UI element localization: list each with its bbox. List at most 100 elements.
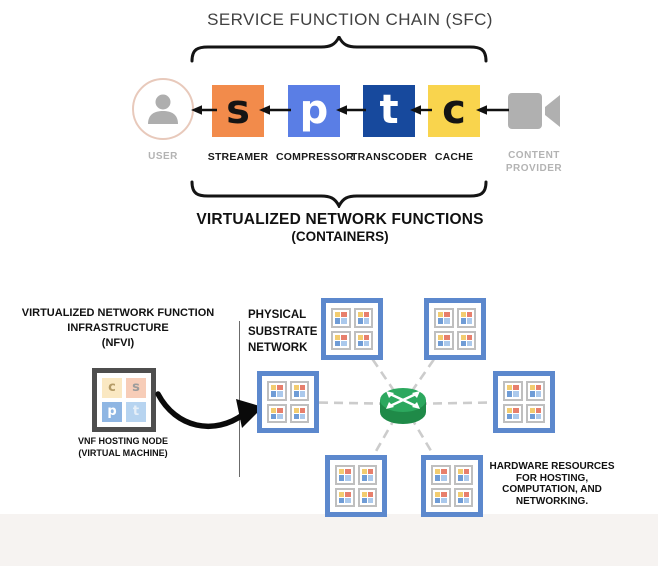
container-host-icon (453, 465, 473, 485)
container-square (363, 334, 369, 340)
container-square (357, 318, 363, 324)
container-square (441, 469, 447, 475)
container-square (463, 491, 469, 497)
nfvi-heading: VIRTUALIZED NETWORK FUNCTION INFRASTRUCT… (21, 307, 215, 349)
bottom-background-strip (0, 514, 658, 566)
container-square (293, 413, 299, 419)
container-host-icon (456, 330, 476, 350)
user-label: USER (148, 151, 178, 162)
container-square (293, 385, 299, 391)
container-square (361, 475, 367, 481)
substrate-node (421, 455, 483, 517)
container-host-icon (353, 308, 373, 328)
container-square (277, 407, 283, 413)
container-square (441, 497, 447, 503)
container-host-icon (331, 308, 351, 328)
container-square (339, 491, 345, 497)
container-square (367, 469, 373, 475)
container-square (361, 497, 367, 503)
container-host-icon (453, 487, 473, 507)
container-square (513, 391, 519, 397)
container-square (435, 497, 441, 503)
substrate-node (424, 298, 486, 360)
container-square (277, 385, 283, 391)
container-square (299, 391, 305, 397)
container-square (457, 469, 463, 475)
container-square (529, 413, 535, 419)
container-square (345, 497, 351, 503)
container-square (460, 340, 466, 346)
container-square (535, 407, 541, 413)
container-host-icon (331, 330, 351, 350)
container-square (435, 491, 441, 497)
container-square (460, 312, 466, 318)
container-square (357, 334, 363, 340)
container-square (466, 312, 472, 318)
container-square (463, 475, 469, 481)
vnf-box-cache: c (428, 85, 480, 137)
container-square (507, 407, 513, 413)
container-square (299, 407, 305, 413)
container-square (466, 340, 472, 346)
container-square (361, 469, 367, 475)
arrow-cache-to-transcoder (410, 105, 432, 115)
container-square (335, 318, 341, 324)
sfc-title: SERVICE FUNCTION CHAIN (SFC) (207, 10, 493, 29)
container-square (299, 385, 305, 391)
container-square (457, 491, 463, 497)
cache-label: CACHE (434, 151, 474, 163)
vnf-cell-cache: c (102, 378, 122, 398)
container-square (444, 312, 450, 318)
overbrace (190, 36, 488, 63)
vnf-box-streamer: s (212, 85, 264, 137)
container-square (535, 385, 541, 391)
container-square (271, 385, 277, 391)
container-square (363, 340, 369, 346)
container-square (513, 413, 519, 419)
container-host-icon (503, 381, 523, 401)
container-square (277, 391, 283, 397)
container-square (463, 497, 469, 503)
container-square (271, 391, 277, 397)
container-square (293, 407, 299, 413)
user-node (132, 78, 194, 140)
container-square (361, 491, 367, 497)
container-square (438, 318, 444, 324)
container-square (363, 312, 369, 318)
container-square (367, 491, 373, 497)
container-square (529, 391, 535, 397)
container-square (299, 413, 305, 419)
container-square (466, 334, 472, 340)
mapping-arrow (155, 391, 263, 430)
container-host-icon (267, 381, 287, 401)
container-square (529, 385, 535, 391)
arrow-compressor-to-streamer (259, 105, 291, 115)
container-square (341, 334, 347, 340)
substrate-node (325, 455, 387, 517)
container-square (345, 469, 351, 475)
container-square (357, 312, 363, 318)
streamer-label: STREAMER (207, 151, 269, 163)
transcoder-label: TRANSCODER (351, 151, 428, 163)
vnf-box-compressor: p (288, 85, 340, 137)
container-square (341, 340, 347, 346)
container-square (271, 413, 277, 419)
container-square (457, 475, 463, 481)
container-square (345, 491, 351, 497)
arrow-streamer-to-user (191, 105, 217, 115)
substrate-links (287, 328, 525, 487)
container-square (438, 340, 444, 346)
container-square (466, 318, 472, 324)
container-host-icon (456, 308, 476, 328)
container-host-icon (335, 487, 355, 507)
vnf-cell-compressor: p (102, 402, 122, 422)
container-host-icon (525, 381, 545, 401)
substrate-node (257, 371, 319, 433)
container-host-icon (434, 308, 454, 328)
container-host-icon (357, 487, 377, 507)
container-square (335, 312, 341, 318)
container-square (345, 475, 351, 481)
container-square (335, 334, 341, 340)
vnf-hosting-node: c s p t (92, 368, 156, 432)
